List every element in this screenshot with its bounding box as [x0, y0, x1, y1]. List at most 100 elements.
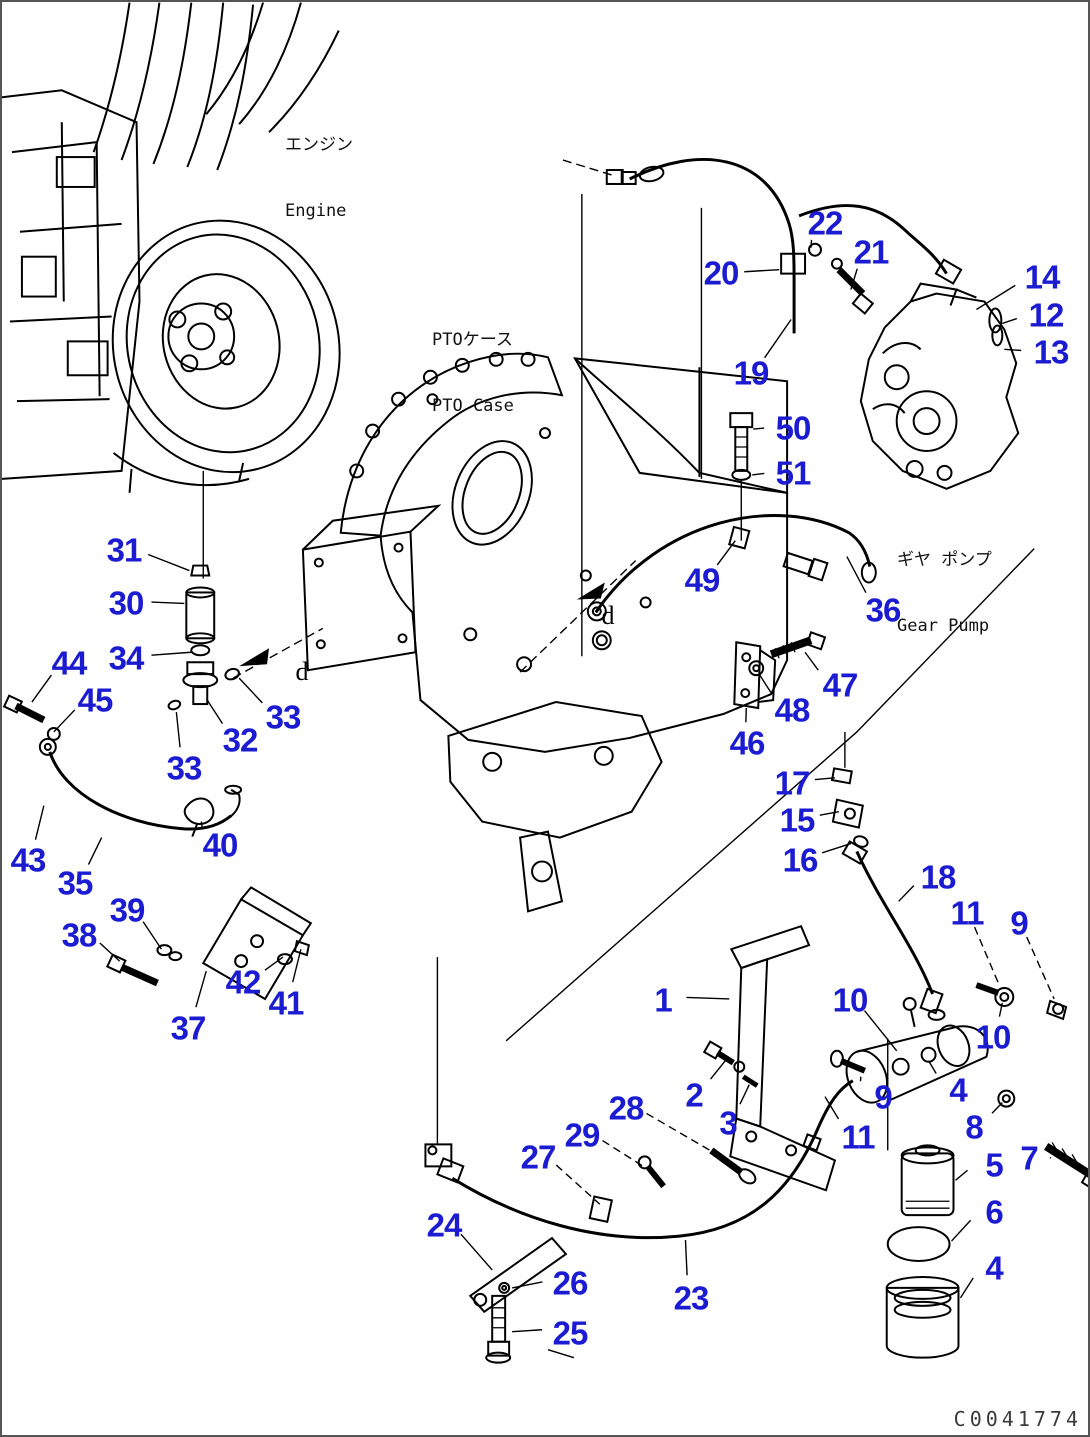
callout-10-2: 10 — [975, 1018, 1012, 1056]
leader-line-7 — [1049, 1156, 1052, 1159]
gear-pump-label: ギヤ ポンプ Gear Pump — [897, 505, 992, 682]
callout-27: 27 — [520, 1138, 557, 1176]
callout-22: 22 — [807, 204, 844, 242]
callout-6: 6 — [985, 1193, 1003, 1231]
callout-12: 12 — [1028, 296, 1065, 334]
callout-44: 44 — [51, 644, 88, 682]
hose-43-drawing — [2, 694, 243, 837]
hose-19-drawing — [562, 158, 963, 334]
leader-line-25 — [512, 1329, 543, 1333]
filter-assembly-drawing — [802, 996, 1088, 1359]
leader-line-37 — [195, 970, 207, 1008]
leader-line-28 — [646, 1112, 728, 1161]
leader-line-43 — [34, 805, 45, 840]
leader-line-33 — [238, 677, 263, 704]
leader-line-35 — [87, 837, 103, 865]
leader-line-30 — [151, 601, 185, 605]
bracket-37-drawing — [105, 886, 313, 1001]
callout-16: 16 — [782, 841, 819, 879]
plate-code: C0041774 — [953, 1407, 1082, 1431]
leader-line-20 — [744, 268, 780, 273]
leader-line-17 — [814, 777, 835, 781]
callout-39: 39 — [109, 891, 146, 929]
callout-21: 21 — [853, 233, 890, 271]
callout-34: 34 — [108, 639, 145, 677]
breather-parts-drawing — [167, 564, 240, 711]
leader-line-44 — [31, 674, 52, 703]
callout-26: 26 — [552, 1264, 589, 1302]
gear-pump-drawing — [859, 282, 1020, 490]
leader-line-12 — [1002, 317, 1018, 325]
leader-line-31 — [147, 553, 190, 572]
leader-line-45 — [53, 709, 76, 733]
callout-15: 15 — [779, 801, 816, 839]
leader-line-10 — [998, 1002, 1003, 1017]
view-boundary-lines — [505, 193, 1035, 1042]
callout-38: 38 — [61, 916, 98, 954]
callout-11: 11 — [950, 894, 985, 932]
callout-7: 7 — [1020, 1139, 1038, 1177]
section-arrow-d-left — [232, 627, 324, 679]
leader-line-27 — [555, 1164, 601, 1205]
callout-32: 32 — [222, 721, 259, 759]
leader-line-39 — [142, 921, 162, 950]
leader-line-51 — [752, 472, 765, 476]
callout-41: 41 — [268, 984, 305, 1022]
leader-line-19 — [764, 319, 792, 359]
callout-14: 14 — [1024, 258, 1061, 296]
engine-drawing — [2, 2, 341, 579]
leader-line-42 — [264, 956, 284, 971]
leader-line-4 — [959, 1277, 974, 1299]
callout-48: 48 — [774, 691, 811, 729]
pto-case-label-jp: PTOケース — [432, 330, 513, 351]
leader-line-26 — [511, 1281, 543, 1289]
callout-42: 42 — [225, 963, 262, 1001]
callout-36: 36 — [865, 591, 902, 629]
section-arrow-d-middle — [519, 560, 637, 673]
leader-line-50 — [753, 427, 765, 430]
leader-line-48 — [758, 673, 773, 695]
callout-43: 43 — [10, 841, 47, 879]
callout-4-2: 4 — [985, 1249, 1003, 1287]
callout-40: 40 — [202, 826, 239, 864]
callout-49: 49 — [684, 561, 721, 599]
leader-line-3 — [739, 1084, 750, 1105]
callout-17: 17 — [774, 764, 811, 802]
callout-50: 50 — [775, 409, 812, 447]
leader-line-14 — [976, 284, 1016, 311]
hose-36-drawing — [586, 514, 877, 622]
leader-line-11 — [973, 926, 999, 984]
leader-line-34 — [151, 651, 192, 656]
pto-case-label: PTOケース PTO Case — [432, 285, 514, 462]
leader-line-18 — [898, 885, 915, 902]
hose-23-drawing — [424, 957, 854, 1364]
callout-9-2: 9 — [874, 1078, 892, 1116]
leader-line-24 — [460, 1233, 493, 1271]
callout-11-2: 11 — [841, 1118, 876, 1156]
leader-line-29 — [602, 1139, 650, 1171]
callout-51: 51 — [775, 454, 812, 492]
gear-pump-label-en: Gear Pump — [897, 616, 990, 637]
callout-45: 45 — [77, 681, 114, 719]
leader-line-8 — [991, 1102, 1003, 1114]
leader-line-21 — [850, 268, 858, 290]
leader-line-4 — [927, 1060, 937, 1074]
leader-line-38 — [99, 942, 121, 962]
leader-line-32 — [206, 699, 224, 725]
bracket-1-drawing — [702, 925, 837, 1192]
leader-line-33 — [175, 711, 181, 748]
leader-line-11 — [824, 1096, 840, 1120]
callout-1: 1 — [654, 981, 672, 1019]
gear-pump-label-jp: ギヤ ポンプ — [897, 550, 992, 571]
leader-line-6 — [950, 1219, 972, 1242]
callout-47: 47 — [822, 666, 859, 704]
section-letter-d-left: d — [295, 657, 309, 686]
callout-29: 29 — [564, 1116, 601, 1154]
callout-33-2: 33 — [166, 749, 203, 787]
callout-25: 25 — [552, 1314, 589, 1352]
leader-line-47 — [804, 651, 819, 671]
engine-label-en: Engine — [285, 201, 347, 222]
callout-4: 4 — [949, 1071, 967, 1109]
callout-35: 35 — [57, 864, 94, 902]
callout-28: 28 — [608, 1089, 645, 1127]
